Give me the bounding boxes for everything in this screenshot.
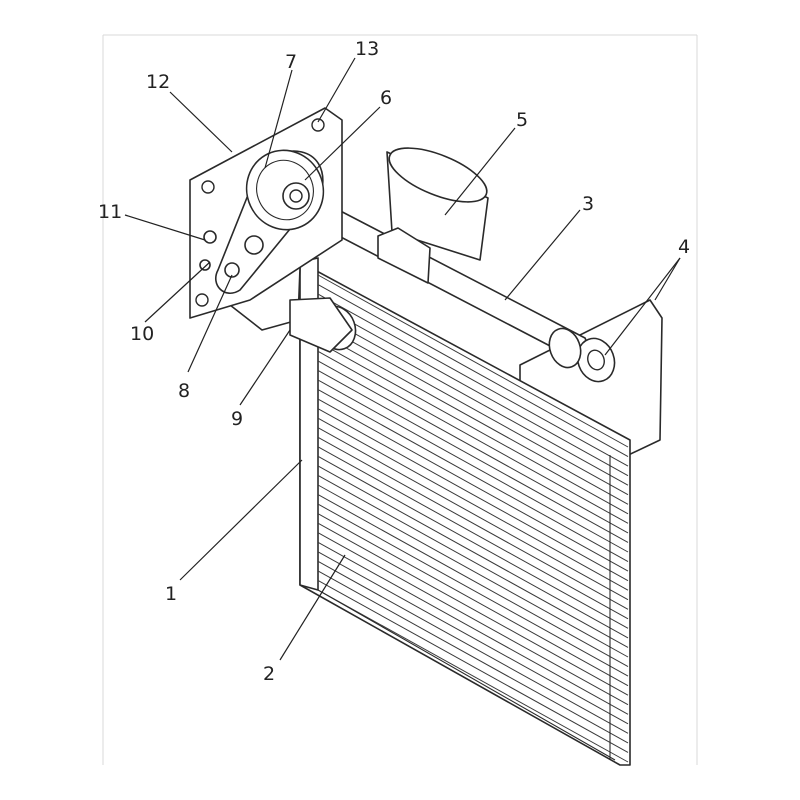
shutter-curtain (299, 257, 631, 766)
curtain-slat (317, 417, 629, 591)
leader-7 (264, 69, 293, 169)
leader-8 (187, 274, 233, 373)
curtain-slat (317, 274, 629, 448)
curtain-slat (317, 436, 629, 610)
gear-parts (199, 230, 217, 271)
curtain-slats (317, 274, 629, 763)
curtain-slat (317, 551, 629, 725)
curtain-slat (317, 465, 629, 639)
callout-13: 13 (355, 38, 379, 60)
callout-labels: 1 2 3 4 5 6 7 8 9 10 11 12 13 (98, 38, 690, 685)
leader-2 (279, 554, 346, 661)
belt-pulley-assembly (215, 149, 325, 294)
leader-10 (144, 261, 211, 323)
leader-11 (124, 214, 206, 241)
bolt-hole-icon (311, 118, 325, 132)
curtain-slat (317, 398, 629, 572)
curtain-slat (317, 560, 629, 734)
gear-icon (199, 259, 211, 271)
leader-13 (317, 57, 356, 123)
curtain-slat (317, 446, 629, 620)
callout-4: 4 (678, 236, 690, 258)
callout-7: 7 (285, 51, 297, 73)
curtain-slat (317, 580, 629, 753)
curtain-slat (317, 484, 629, 658)
leader-lines (124, 57, 681, 661)
bolt-hole-icon (195, 293, 209, 307)
curtain-slat (317, 312, 629, 486)
curtain-slat (317, 379, 629, 553)
curtain-slat (317, 341, 629, 515)
cylinder-housing (386, 147, 489, 261)
leader-6 (304, 106, 381, 181)
curtain-slat (317, 389, 629, 562)
leader-5 (444, 127, 516, 216)
idler-pulley-icon (224, 262, 240, 278)
curtain-slat (317, 475, 629, 648)
roller-shaft (299, 189, 616, 383)
curtain-slat (317, 293, 629, 467)
curtain-slat (317, 570, 629, 744)
leader-12 (169, 91, 233, 153)
leader-9 (239, 329, 291, 406)
callout-2: 2 (263, 663, 275, 685)
gear-icon (203, 230, 217, 244)
leader-1 (179, 459, 303, 581)
curtain-slat (317, 331, 629, 505)
leader-4a (604, 257, 681, 356)
callout-8: 8 (178, 380, 190, 402)
callout-9: 9 (231, 408, 243, 430)
curtain-slat (317, 360, 629, 534)
curtain-slat (317, 408, 629, 582)
curtain-slat (317, 455, 629, 629)
curtain-slat (317, 322, 629, 496)
callout-6: 6 (380, 87, 392, 109)
curtain-slat (317, 350, 629, 524)
callout-11: 11 (98, 201, 122, 223)
callout-1: 1 (165, 583, 177, 605)
curtain-slat (317, 494, 629, 667)
curtain-slat (317, 303, 629, 477)
callout-3: 3 (582, 193, 594, 215)
callout-10: 10 (130, 323, 154, 345)
leader-3 (504, 209, 581, 301)
callout-5: 5 (516, 109, 528, 131)
leader-4b (654, 257, 681, 301)
curtain-slat (317, 503, 629, 677)
curtain-slat (317, 284, 629, 457)
curtain-slat (317, 541, 629, 715)
curtain-slat (317, 370, 629, 543)
curtain-bottom-edge (317, 589, 616, 761)
bolt-hole-icon (201, 180, 215, 194)
curtain-slat (317, 513, 629, 687)
curtain-slat (317, 522, 629, 696)
curtain-slat (317, 532, 629, 706)
tension-pulley-icon (244, 235, 264, 255)
curtain-slat (317, 427, 629, 601)
curtain-slat (317, 589, 629, 763)
callout-12: 12 (146, 71, 170, 93)
